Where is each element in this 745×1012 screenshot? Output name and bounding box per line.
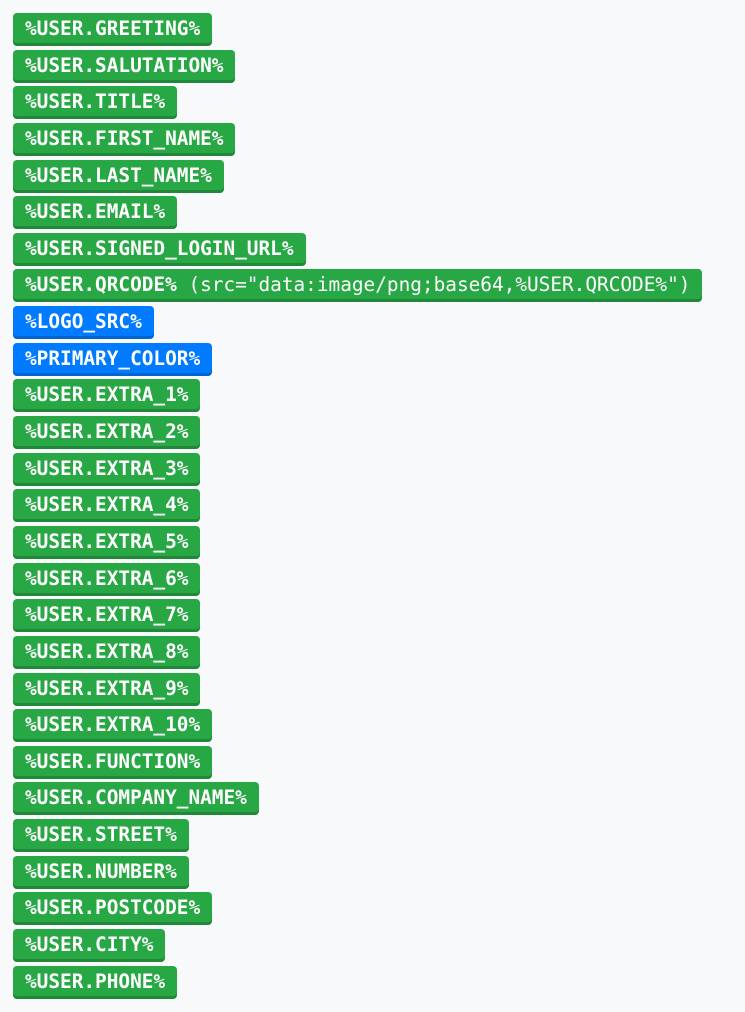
placeholder-badge[interactable]: %USER.COMPANY_NAME% xyxy=(13,782,259,816)
placeholder-label: %PRIMARY_COLOR% xyxy=(25,346,201,370)
placeholder-list: %USER.GREETING% %USER.SALUTATION% %USER.TI… xyxy=(13,13,703,1002)
placeholder-label: %LOGO_SRC% xyxy=(25,310,142,334)
placeholder-label: %USER.LAST_NAME% xyxy=(25,163,212,187)
placeholder-label: %USER.EXTRA_9% xyxy=(25,676,189,700)
placeholder-badge[interactable]: %PRIMARY_COLOR% xyxy=(13,342,213,376)
placeholder-note: (src="data:image/png;base64,%USER.QRCODE… xyxy=(176,273,691,297)
placeholder-label: %USER.EXTRA_1% xyxy=(25,383,189,407)
placeholder-label: %USER.SALUTATION% xyxy=(25,53,224,77)
placeholder-label: %USER.TITLE% xyxy=(25,90,166,114)
placeholder-badge[interactable]: %USER.SALUTATION% xyxy=(13,49,236,83)
placeholder-badge[interactable]: %USER.TITLE% xyxy=(13,86,178,120)
placeholder-label: %USER.EXTRA_2% xyxy=(25,420,189,444)
placeholder-label: %USER.CITY% xyxy=(25,933,154,957)
placeholder-badge[interactable]: %USER.PHONE% xyxy=(13,965,178,999)
placeholder-badge[interactable]: %USER.EXTRA_2% xyxy=(13,416,201,450)
placeholder-label: %USER.NUMBER% xyxy=(25,859,177,883)
placeholder-label: %USER.SIGNED_LOGIN_URL% xyxy=(25,236,294,260)
placeholder-badge[interactable]: %USER.CITY% xyxy=(13,929,166,963)
placeholder-badge[interactable]: %USER.EXTRA_1% xyxy=(13,379,201,413)
placeholder-badge[interactable]: %USER.EXTRA_5% xyxy=(13,525,201,559)
placeholder-badge[interactable]: %USER.STREET% xyxy=(13,819,189,853)
placeholder-label: %USER.GREETING% xyxy=(25,17,201,40)
placeholder-label: %USER.EXTRA_6% xyxy=(25,566,189,590)
placeholder-label: %USER.FUNCTION% xyxy=(25,749,201,773)
placeholder-badge[interactable]: %USER.SIGNED_LOGIN_URL% xyxy=(13,232,306,266)
placeholder-badge[interactable]: %USER.EXTRA_10% xyxy=(13,709,213,743)
placeholder-badge[interactable]: %USER.EXTRA_9% xyxy=(13,672,201,706)
placeholder-badge[interactable]: %USER.FIRST_NAME% xyxy=(13,122,236,156)
placeholder-label: %USER.PHONE% xyxy=(25,969,166,993)
placeholder-label: %USER.POSTCODE% xyxy=(25,896,201,920)
placeholder-badge[interactable]: %USER.EXTRA_7% xyxy=(13,599,201,633)
placeholder-badge[interactable]: %USER.POSTCODE% xyxy=(13,892,213,926)
placeholder-label: %USER.COMPANY_NAME% xyxy=(25,786,247,810)
placeholder-label: %USER.EXTRA_10% xyxy=(25,713,201,737)
placeholder-badge[interactable]: %LOGO_SRC% xyxy=(13,306,154,340)
placeholder-label: %USER.EXTRA_7% xyxy=(25,603,189,627)
placeholder-badge[interactable]: %USER.EXTRA_4% xyxy=(13,489,201,523)
placeholder-badge[interactable]: %USER.EMAIL% xyxy=(13,196,178,230)
placeholder-label: %USER.EXTRA_3% xyxy=(25,456,189,480)
placeholder-label: %USER.EXTRA_8% xyxy=(25,639,189,663)
placeholder-badge[interactable]: %USER.EXTRA_6% xyxy=(13,562,201,596)
placeholder-badge[interactable]: %USER.LAST_NAME% xyxy=(13,159,224,193)
placeholder-badge[interactable]: %USER.NUMBER% xyxy=(13,855,189,889)
placeholder-label: %USER.STREET% xyxy=(25,823,177,847)
placeholder-badge[interactable]: %USER.QRCODE% (src="data:image/png;base6… xyxy=(13,269,703,303)
placeholder-badge[interactable]: %USER.EXTRA_8% xyxy=(13,635,201,669)
placeholder-badge[interactable]: %USER.EXTRA_3% xyxy=(13,452,201,486)
placeholder-badge[interactable]: %USER.GREETING% xyxy=(13,13,213,46)
placeholder-label: %USER.EMAIL% xyxy=(25,200,166,224)
placeholder-label: %USER.EXTRA_5% xyxy=(25,529,189,553)
placeholder-label: %USER.FIRST_NAME% xyxy=(25,126,224,150)
placeholder-label: %USER.EXTRA_4% xyxy=(25,493,189,517)
placeholder-badge[interactable]: %USER.FUNCTION% xyxy=(13,745,213,779)
placeholder-label: %USER.QRCODE% xyxy=(25,273,177,297)
